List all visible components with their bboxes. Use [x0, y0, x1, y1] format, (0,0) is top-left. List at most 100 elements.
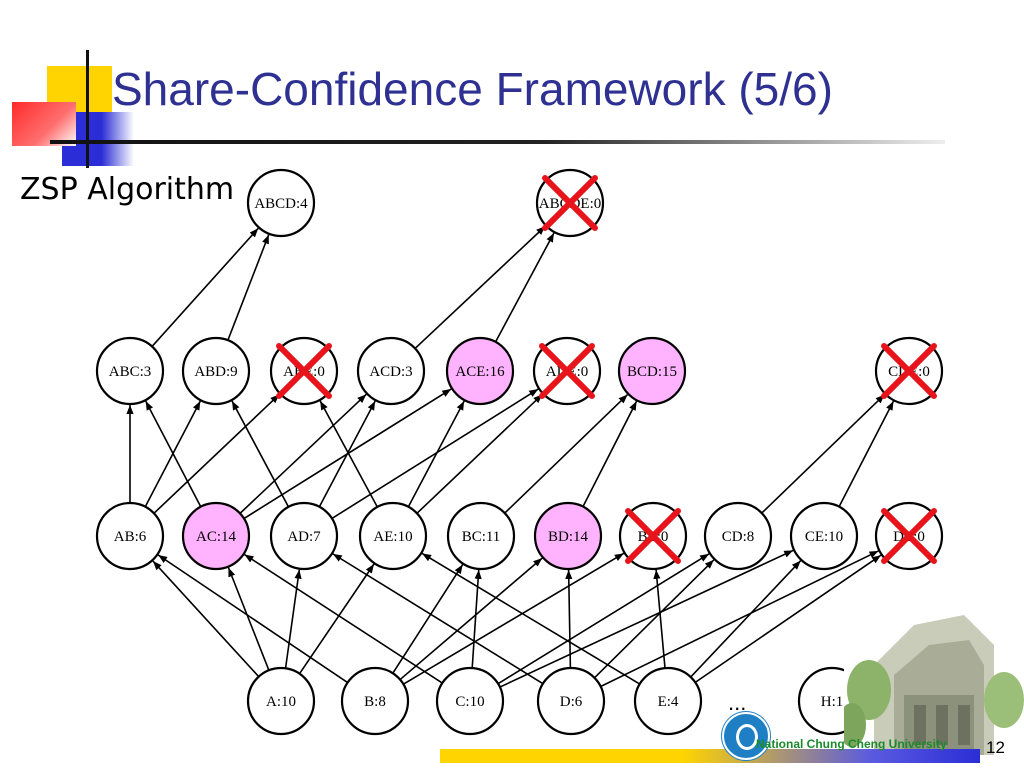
node-circle: [356, 336, 426, 406]
node-circle: [446, 501, 516, 571]
edge-ad-abd: [231, 400, 290, 508]
prune-x-stroke: [539, 343, 595, 399]
node-bcd: BCD:15: [617, 336, 687, 406]
campus-building-image: [844, 605, 1024, 755]
prune-x-icon: [542, 175, 598, 231]
node-circle: [358, 501, 428, 571]
node-ac: AC:14: [181, 501, 251, 571]
node-b: B:8: [340, 666, 410, 736]
node-label: AC:14: [196, 529, 237, 545]
node-label: AB:6: [114, 529, 147, 545]
edge-c-ac: [244, 553, 443, 684]
edge-d-bd: [565, 569, 573, 669]
edge-layer: [126, 225, 895, 688]
edge-b-bd: [399, 557, 543, 681]
node-label: C:10: [455, 694, 484, 710]
node-label: ABC:3: [109, 364, 152, 380]
edge-e-be: [653, 569, 666, 669]
edge-ac-acd: [239, 393, 367, 514]
node-bc: BC:11: [446, 501, 516, 571]
edge-ac-abc: [145, 400, 202, 508]
node-abc: ABC:3: [95, 336, 165, 406]
node-circle: [181, 336, 251, 406]
node-circle: [340, 666, 410, 736]
footer-bar: [440, 749, 980, 763]
node-label: CE:10: [805, 529, 843, 545]
edge-abc-abcd: [151, 227, 259, 347]
node-circle: [95, 336, 165, 406]
edge-c-cd: [497, 553, 710, 685]
node-label: AE:10: [373, 529, 412, 545]
node-circle: [703, 501, 773, 571]
edge-ae-ace: [407, 400, 465, 508]
node-abcd: ABCD:4: [246, 168, 316, 238]
prune-x-icon: [276, 343, 332, 399]
edge-cd-cde: [761, 394, 886, 514]
node-label: A:10: [266, 694, 296, 710]
algorithm-label: ZSP Algorithm: [20, 172, 235, 207]
edge-bd-bcd: [582, 400, 638, 507]
node-circle: [246, 666, 316, 736]
prune-x-stroke: [276, 343, 332, 399]
prune-x-stroke: [881, 343, 937, 399]
prune-x-stroke: [881, 508, 937, 564]
corner-decoration: [0, 0, 150, 170]
edge-ad-ade: [331, 388, 539, 520]
edge-ad-acd: [318, 400, 376, 508]
node-label: CD:8: [722, 529, 755, 545]
node-cd: CD:8: [703, 501, 773, 571]
node-c: C:10: [435, 666, 505, 736]
node-a: A:10: [246, 666, 316, 736]
edge-d-ad: [332, 553, 544, 685]
node-circle: [95, 501, 165, 571]
node-bd: BD:14: [533, 501, 603, 571]
edge-ae-ade: [416, 393, 543, 514]
edge-abd-abcd: [227, 234, 270, 341]
node-label: BC:11: [462, 529, 501, 545]
edge-b-bc: [392, 564, 464, 674]
title-underline: [50, 140, 945, 144]
node-label: H:1: [821, 694, 844, 710]
edge-a-ab: [152, 560, 260, 678]
node-circle: [533, 501, 603, 571]
edge-b-be: [402, 552, 625, 685]
node-ad: AD:7: [269, 501, 339, 571]
node-layer: ABCD:4ABCDE:0ABC:3ABD:9ABE:0ACD:3ACE:16A…: [95, 168, 944, 736]
node-d: D:6: [536, 666, 606, 736]
slide-title: Share-Confidence Framework (5/6): [112, 63, 833, 115]
node-label: ABD:9: [194, 364, 237, 380]
edge-d-cd: [593, 559, 715, 679]
node-circle: [789, 501, 859, 571]
edge-bc-bcd: [504, 394, 629, 514]
node-label: B:8: [364, 694, 386, 710]
node-label: E:4: [658, 694, 679, 710]
node-label: ACD:3: [369, 364, 412, 380]
prune-x-icon: [881, 343, 937, 399]
node-ce: CE:10: [789, 501, 859, 571]
edge-e-ce: [690, 560, 802, 678]
prune-x-icon: [625, 508, 681, 564]
node-circle: [536, 666, 606, 736]
node-abd: ABD:9: [181, 336, 251, 406]
node-ab: AB:6: [95, 501, 165, 571]
edge-c-ce: [499, 549, 794, 688]
node-acd: ACD:3: [356, 336, 426, 406]
edge-ae-abe: [319, 400, 379, 508]
edge-acd-abcde: [414, 225, 546, 349]
prune-x-icon: [881, 508, 937, 564]
edge-ab-abe: [153, 393, 280, 514]
node-label: ABCD:4: [254, 196, 308, 212]
node-label: BCD:15: [627, 364, 677, 380]
page-number: 12: [986, 738, 1005, 757]
node-circle: [246, 168, 316, 238]
node-circle: [445, 336, 515, 406]
node-label: D:6: [560, 694, 583, 710]
node-ae: AE:10: [358, 501, 428, 571]
edge-d-de: [600, 550, 879, 688]
edge-b-ab: [157, 554, 349, 684]
edge-ace-abcde: [494, 232, 555, 343]
edge-ce-cde: [838, 400, 895, 508]
university-name: National Chung Cheng University: [756, 737, 947, 751]
edge-e-de: [694, 554, 882, 684]
